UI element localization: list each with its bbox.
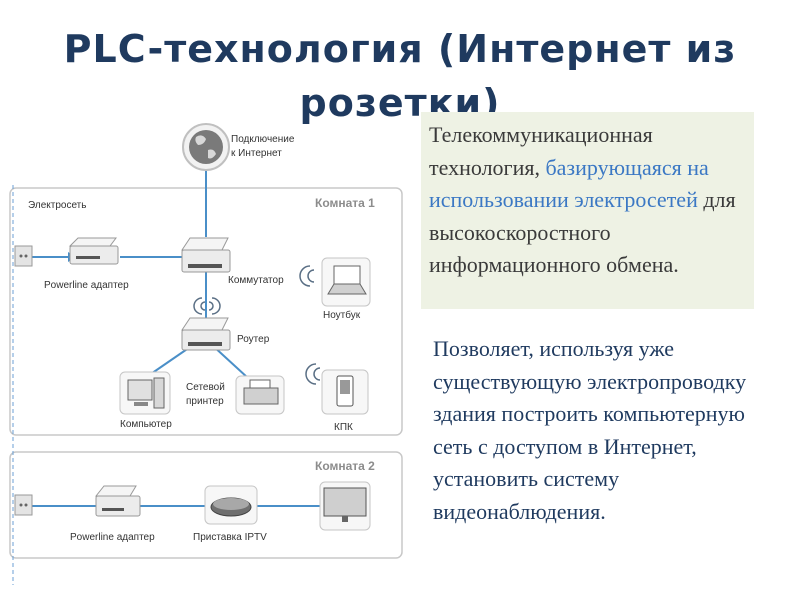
slide-title: PLC-технология (Интернет из розетки) [63,27,737,125]
description-paragraph: Позволяет, используя уже существующую эл… [433,336,747,524]
printer-label-line2: принтер [186,396,224,407]
internet-label-line1: Подключение [231,134,295,145]
laptop-icon [321,257,371,307]
router-icon [181,317,231,351]
mains-label: Электросеть [28,200,86,211]
powerline-adapter-icon [94,485,141,517]
pda-label: КПК [334,422,353,433]
switch-label: Коммутатор [228,275,284,286]
powerline-adapter-icon [68,237,119,265]
definition-text-start: Телекоммуникационная технология, [429,122,653,180]
wifi-signal-icon [305,363,321,385]
wall-socket-2-hole-a [19,503,23,507]
wifi-signal-icon [193,297,221,315]
definition-box: Телекоммуникационная технология, базирую… [421,112,754,309]
printer-label-line1: Сетевой [186,382,225,393]
globe-icon [182,123,230,171]
room1-label: Комната 1 [315,196,375,210]
laptop-label: Ноутбук [323,309,361,321]
definition-highlight: базирующаяся на использовании электросет… [429,154,709,213]
desktop-computer-icon [119,371,171,415]
wall-socket-1-hole-a [19,254,23,258]
internet-label-line2: к Интернет [231,148,282,159]
wall-socket-2 [14,494,33,516]
router-label: Роутер [237,334,270,345]
network-switch-icon [181,237,231,273]
tv-icon [319,481,371,531]
computer-label: Компьютер [120,419,172,430]
definition-text-end: для высокоскоростного информационного об… [429,187,736,277]
plc-network-diagram: Подключение к Интернет Электросеть Power… [9,123,403,585]
adapter1-label: Powerline адаптер [44,280,129,291]
printer-icon [235,375,285,415]
adapter2-label: Powerline адаптер [70,532,155,543]
room2-frame [9,451,403,559]
room2-label: Комната 2 [315,459,375,473]
wall-socket-1-hole-b [24,254,28,258]
wall-socket-2-hole-b [24,503,28,507]
iptv-label: Приставка IPTV [193,532,267,543]
iptv-set-top-box-icon [204,485,258,525]
wifi-signal-icon [299,265,315,287]
pda-icon [321,369,369,415]
wall-socket-1 [14,245,33,267]
